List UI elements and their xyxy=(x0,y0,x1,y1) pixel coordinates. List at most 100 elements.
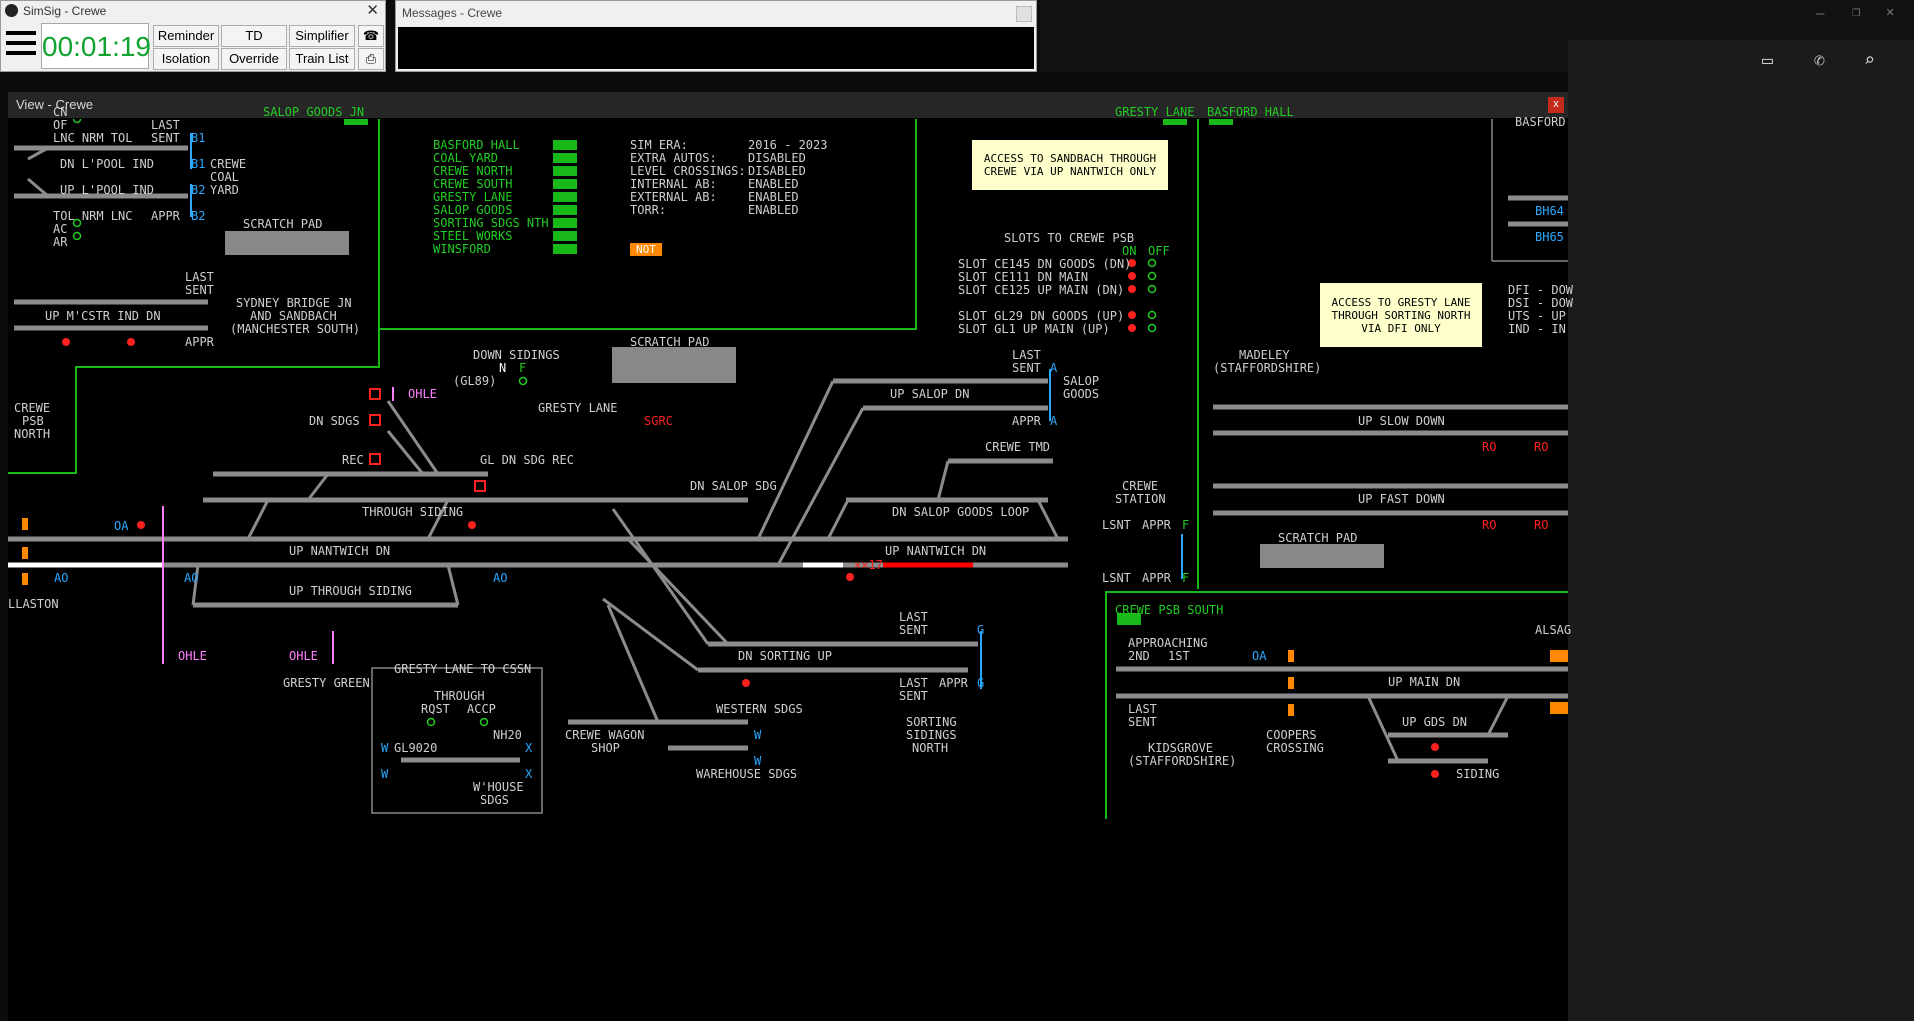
area-list-item[interactable]: STEEL WORKS xyxy=(433,229,513,243)
messages-area[interactable] xyxy=(398,27,1034,69)
area-list-item[interactable]: BASFORD HALL xyxy=(433,138,520,152)
label-nh20: NH20 xyxy=(493,728,522,742)
control-window: SimSig - Crewe ✕ 00:01:19 Reminder TD In… xyxy=(0,0,386,72)
override-button[interactable]: Override xyxy=(221,48,287,70)
label-salop-goods-2: GOODS xyxy=(1063,387,1100,401)
label-coopers-2: CROSSING xyxy=(1266,741,1324,755)
slot-row[interactable]: SLOT GL29 DN GOODS (UP) xyxy=(958,309,1125,323)
reminder-button[interactable]: Reminder xyxy=(153,25,219,47)
label-scratch-pad-3: SCRATCH PAD xyxy=(1278,531,1358,545)
train-list-button[interactable]: Train List xyxy=(289,48,355,70)
setting-row: EXTERNAL AB:ENABLED xyxy=(630,190,799,204)
label-appr-1: APPR xyxy=(151,209,180,223)
signals-red xyxy=(62,259,1439,778)
area-list-item[interactable]: SALOP GOODS xyxy=(433,203,513,217)
search-icon[interactable]: ⌕ xyxy=(1864,50,1875,71)
slot-row[interactable]: SLOT GL1 UP MAIN (UP) xyxy=(958,322,1110,336)
label-ar: AR xyxy=(53,235,68,249)
isolation-button[interactable]: Isolation xyxy=(153,48,219,70)
label-b1-top: B1 xyxy=(191,131,206,145)
label-sorting-1: SORTING xyxy=(906,715,957,729)
label-b1-bottom: B1 xyxy=(191,157,206,171)
label-appr-3: APPR xyxy=(939,676,968,690)
label-up-fast-down: UP FAST DOWN xyxy=(1358,492,1445,506)
area-list-indicators xyxy=(553,140,577,256)
label-crewe-coal-2: COAL xyxy=(210,170,239,184)
label-up-nantwich-dn-2: UP NANTWICH DN xyxy=(885,544,987,558)
area-list-item[interactable]: SORTING SDGS NTH xyxy=(433,216,549,230)
print-button[interactable]: ⎙ xyxy=(358,48,384,70)
area-list-item[interactable]: COAL YARD xyxy=(433,151,499,165)
video-call-icon[interactable]: ▭ xyxy=(1762,50,1773,71)
main-menu-icon[interactable] xyxy=(6,27,36,67)
view-close-button[interactable]: x xyxy=(1548,97,1564,113)
label-crewe-coal-3: YARD xyxy=(210,183,239,197)
label-dsi: DSI - DOW xyxy=(1508,296,1574,310)
restore-icon[interactable]: ❐ xyxy=(1852,4,1861,20)
label-cn: CN xyxy=(53,105,68,119)
label-last-2: LAST xyxy=(185,270,214,284)
label-western-sdgs: WESTERN SDGS xyxy=(716,702,803,716)
label-x-2: X xyxy=(525,767,533,781)
label-alsag: ALSAG xyxy=(1535,623,1572,637)
label-a-2: A xyxy=(1050,414,1058,428)
area-basford-hall: BASFORD HALL xyxy=(1207,105,1294,119)
view-window-title: View - Crewe xyxy=(16,97,94,112)
label-sent-4: SENT xyxy=(899,689,928,703)
label-ao-1: AO xyxy=(54,571,69,585)
label-appr-6: APPR xyxy=(1142,571,1171,585)
area-list-item[interactable]: CREWE SOUTH xyxy=(433,177,513,191)
area-crewe-psb-south: CREWE PSB SOUTH xyxy=(1115,603,1224,617)
slot-row[interactable]: SLOT CE145 DN GOODS (DN) xyxy=(958,257,1132,271)
view-window-titlebar: View - Crewe x xyxy=(8,92,1568,118)
label-rqst: RQST xyxy=(421,702,450,716)
label-up-gds-dn: UP GDS DN xyxy=(1402,715,1468,729)
label-last-3: LAST xyxy=(899,610,928,624)
sim-clock: 00:01:19 xyxy=(41,23,151,69)
app-logo-icon xyxy=(5,4,18,17)
label-dn-sorting-up: DN SORTING UP xyxy=(738,649,832,663)
close-icon[interactable]: ✕ xyxy=(366,2,379,19)
label-ro-1: RO xyxy=(1482,440,1497,454)
signal-diagram[interactable] xyxy=(8,119,1568,1021)
label-scratch-pad-1: SCRATCH PAD xyxy=(243,217,323,231)
minimize-icon[interactable]: — xyxy=(1816,6,1825,22)
label-lnc-nrm-tol: LNC NRM TOL xyxy=(53,131,133,145)
label-up-mcstr-ind-dn: UP M'CSTR IND DN xyxy=(45,309,161,323)
messages-window: Messages - Crewe xyxy=(395,0,1037,72)
slot-row[interactable]: SLOT CE111 DN MAIN xyxy=(958,270,1089,284)
phone-button[interactable]: ☎ xyxy=(358,25,384,47)
label-oa-2: OA xyxy=(1252,649,1267,663)
label-appr-2: APPR xyxy=(185,335,214,349)
phone-call-icon[interactable]: ✆ xyxy=(1814,50,1825,71)
side-toolbar: ▭ ✆ ⌕ xyxy=(1568,40,1914,1021)
label-gl9020: GL9020 xyxy=(394,741,438,755)
label-through: THROUGH xyxy=(434,689,485,703)
label-ohle-left: OHLE xyxy=(178,649,207,663)
label-n: N xyxy=(499,361,507,375)
label-g-2: G xyxy=(977,676,985,690)
td-interpose-button[interactable]: TD Interpose xyxy=(221,25,287,63)
label-ro-3: RO xyxy=(1482,518,1497,532)
area-list-item[interactable]: GRESTY LANE xyxy=(433,190,513,204)
label-x-1: X xyxy=(525,741,533,755)
simplifier-button[interactable]: Simplifier xyxy=(289,25,355,47)
slot-row[interactable]: SLOT CE125 UP MAIN (DN) xyxy=(958,283,1125,297)
area-list-item[interactable]: WINSFORD xyxy=(433,242,491,256)
label-sorting-2: SIDINGS xyxy=(906,728,957,742)
area-list-item[interactable]: CREWE NORTH xyxy=(433,164,513,178)
label-down-sidings: DOWN SIDINGS xyxy=(473,348,560,362)
scratch-pads xyxy=(225,231,1384,568)
label-crewe-psb-north-3: NORTH xyxy=(14,427,51,441)
not-badge[interactable]: NOT xyxy=(636,243,656,256)
label-crewe-coal-1: CREWE xyxy=(210,157,247,171)
control-window-titlebar: SimSig - Crewe ✕ xyxy=(1,1,385,21)
label-up-slow-down: UP SLOW DOWN xyxy=(1358,414,1445,428)
area-borders xyxy=(8,119,1568,819)
messages-close-icon[interactable] xyxy=(1016,6,1032,22)
label-crewe-station-1: CREWE xyxy=(1122,479,1159,493)
diagonal-tracks xyxy=(27,146,1510,762)
window-close-icon[interactable]: ✕ xyxy=(1886,4,1895,20)
train-id-berth[interactable]: ××17 xyxy=(854,558,883,572)
label-up-through-siding: UP THROUGH SIDING xyxy=(289,584,412,598)
